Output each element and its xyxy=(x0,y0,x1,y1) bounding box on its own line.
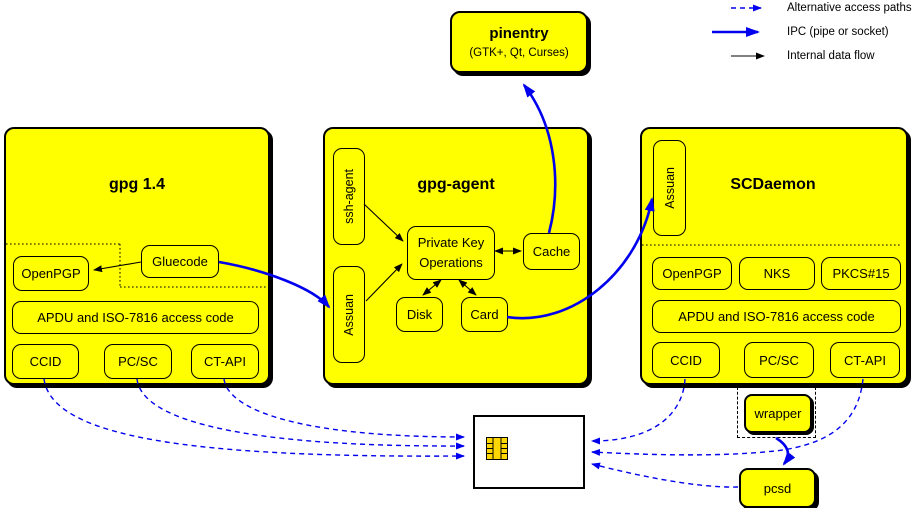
scdaemon-assuan-label: Assuan xyxy=(662,167,677,209)
scdaemon-nks-label: NKS xyxy=(763,266,791,281)
card-label: Card xyxy=(470,307,499,322)
wrapper-box: wrapper xyxy=(744,394,812,433)
legend-label-internal-data-flow: Internal data flow xyxy=(787,50,875,62)
smartcard xyxy=(473,415,585,489)
scdaemon-ccid-box: CCID xyxy=(652,342,720,378)
pcsd-label: pcsd xyxy=(763,480,792,496)
card-box: Card xyxy=(461,297,508,332)
dashed-pcsd-to-card xyxy=(591,462,739,488)
disk-box: Disk xyxy=(396,297,443,332)
arrow-wrapper-to-pcsd xyxy=(775,436,796,466)
scdaemon-openpgp-box: OpenPGP xyxy=(652,257,732,290)
pinentry-title: pinentry xyxy=(489,25,549,42)
dashed-gpg14-ccid-to-card xyxy=(43,378,465,460)
disk-label: Disk xyxy=(406,307,433,322)
scdaemon-pcsc-box: PC/SC xyxy=(744,342,814,378)
dashed-gpg14-pcsc-to-card xyxy=(136,378,465,450)
scdaemon-pkcs15-box: PKCS#15 xyxy=(821,257,901,290)
pinentry-subtitle: (GTK+, Qt, Curses) xyxy=(469,47,569,59)
gpg14-ccid-box: CCID xyxy=(12,344,79,379)
scdaemon-pkcs15-label: PKCS#15 xyxy=(832,266,890,281)
dashed-scdaemon-ccid-to-card xyxy=(591,378,686,445)
dashed-scdaemon-ctapi-to-card xyxy=(591,378,864,456)
scdaemon-ctapi-label: CT-API xyxy=(844,352,886,368)
gpg14-openpgp-label: OpenPGP xyxy=(21,266,81,281)
scdaemon-pcsc-label: PC/SC xyxy=(759,352,799,368)
scdaemon-openpgp-label: OpenPGP xyxy=(662,266,722,281)
pko-label-line2: Operations xyxy=(419,255,483,270)
smartcard-chip-icon xyxy=(486,437,508,460)
scdaemon-apdu-label: APDU and ISO-7816 access code xyxy=(678,309,875,324)
gpg14-apdu-box: APDU and ISO-7816 access code xyxy=(12,301,259,334)
gpg-agent-ssh-agent-label: ssh-agent xyxy=(342,169,356,224)
dashed-gpg14-ctapi-to-card xyxy=(223,378,465,441)
cache-label: Cache xyxy=(532,244,571,259)
scdaemon-ccid-label: CCID xyxy=(670,352,702,368)
gpg14-apdu-label: APDU and ISO-7816 access code xyxy=(37,310,234,325)
gpg14-pcsc-label: PC/SC xyxy=(118,354,158,369)
gpg14-ctapi-box: CT-API xyxy=(191,344,259,379)
gpg14-ctapi-label: CT-API xyxy=(204,354,246,369)
private-key-operations-box: Private Key Operations xyxy=(407,226,495,280)
gpg-agent-assuan-box: Assuan xyxy=(333,266,365,363)
legend-label-ipc: IPC (pipe or socket) xyxy=(787,26,889,38)
gpg14-gluecode-box: Gluecode xyxy=(141,245,219,278)
scdaemon-assuan-box: Assuan xyxy=(653,140,686,236)
wrapper-label: wrapper xyxy=(754,406,802,421)
pko-label-line1: Private Key xyxy=(417,234,485,250)
gpg14-ccid-label: CCID xyxy=(29,354,62,369)
scdaemon-apdu-box: APDU and ISO-7816 access code xyxy=(652,300,901,333)
cache-box: Cache xyxy=(523,233,580,270)
pinentry-box: pinentry (GTK+, Qt, Curses) xyxy=(450,11,588,73)
gpg-agent-ssh-agent-box: ssh-agent xyxy=(333,148,365,245)
gpg-agent-assuan-label: Assuan xyxy=(342,293,356,336)
scdaemon-nks-box: NKS xyxy=(739,257,815,290)
gpg14-openpgp-box: OpenPGP xyxy=(13,256,89,291)
gpg14-pcsc-box: PC/SC xyxy=(104,344,172,379)
gpg14-gluecode-label: Gluecode xyxy=(152,254,208,269)
pcsd-box: pcsd xyxy=(739,468,816,508)
legend-label-alternative-access: Alternative access paths xyxy=(787,2,912,14)
scdaemon-ctapi-box: CT-API xyxy=(830,342,900,378)
